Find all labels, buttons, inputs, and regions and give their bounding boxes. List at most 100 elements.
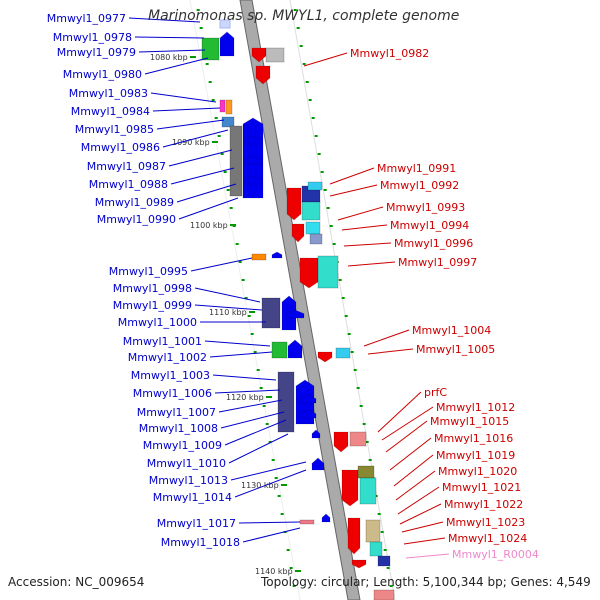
forward-gene: [243, 135, 263, 145]
reverse-gene: [309, 233, 323, 245]
right-gene-leader: [405, 553, 450, 559]
left-gene-label: Mmwyl1_0985: [75, 123, 154, 136]
left-gene-label: Mmwyl1_1002: [128, 351, 207, 364]
right-gene-label: Mmwyl1_1019: [436, 449, 515, 462]
reverse-gene: [347, 517, 361, 555]
left-gene-leader: [230, 461, 307, 481]
right-gene-label: Mmwyl1_0993: [386, 201, 465, 214]
forward-gene: [311, 457, 325, 471]
left-gene-leader: [212, 374, 277, 381]
left-gene-leader: [150, 92, 217, 103]
reverse-gene: [286, 187, 302, 221]
reverse-gene: [373, 589, 395, 600]
left-gene-leader: [176, 183, 237, 203]
forward-gene: [219, 31, 235, 57]
left-gene-leader: [218, 399, 283, 413]
left-gene-label: Mmwyl1_0990: [97, 213, 176, 226]
left-gene-leader: [128, 17, 201, 23]
right-gene-leader: [389, 437, 432, 471]
right-gene-label: Mmwyl1_1005: [416, 343, 495, 356]
right-gene-label: Mmwyl1_0997: [398, 256, 477, 269]
forward-gene: [311, 429, 321, 439]
reverse-gene: [359, 477, 377, 505]
right-gene-label: prfC: [424, 386, 447, 399]
reverse-gene: [305, 221, 321, 235]
left-gene-label: Mmwyl1_0979: [57, 46, 136, 59]
left-gene-leader: [214, 389, 281, 394]
forward-gene: [321, 513, 331, 523]
forward-gene: [297, 394, 317, 404]
right-gene-leader: [329, 184, 378, 197]
right-gene-leader: [341, 224, 388, 231]
right-gene-leader: [337, 206, 384, 221]
left-gene-label: Mmwyl1_1000: [118, 316, 197, 329]
forward-gene: [285, 309, 305, 319]
reverse-gene: [251, 47, 267, 63]
left-gene-label: Mmwyl1_0983: [69, 87, 148, 100]
right-gene-leader: [393, 454, 434, 487]
accession-value: NC_009654: [75, 575, 145, 589]
left-gene-leader: [209, 351, 273, 358]
left-gene-leader: [134, 36, 205, 39]
reverse-gene: [255, 65, 271, 85]
right-gene-leader: [367, 348, 414, 355]
reverse-gene: [349, 431, 367, 447]
right-gene-label: Mmwyl1_1016: [434, 432, 513, 445]
reverse-gene: [335, 347, 351, 359]
forward-gene: [277, 371, 295, 433]
left-gene-leader: [224, 419, 287, 446]
reverse-gene: [265, 47, 285, 63]
left-gene-leader: [190, 257, 253, 272]
left-gene-leader: [162, 129, 229, 148]
left-gene-label: Mmwyl1_0987: [87, 160, 166, 173]
left-gene-leader: [156, 119, 225, 130]
left-gene-label: Mmwyl1_1017: [157, 517, 236, 530]
left-gene-label: Mmwyl1_0989: [95, 196, 174, 209]
genes-value: 4,549: [556, 575, 591, 589]
forward-gene: [225, 99, 233, 115]
accession-footer: Accession: NC_009654: [8, 575, 144, 589]
accession-label: Accession:: [8, 575, 72, 589]
left-gene-label: Mmwyl1_1018: [161, 536, 240, 549]
reverse-gene: [291, 223, 305, 243]
forward-gene: [221, 116, 235, 128]
right-gene-leader: [403, 537, 446, 545]
right-gene-leader: [329, 167, 375, 185]
left-gene-leader: [144, 57, 209, 75]
left-gene-leader: [194, 304, 263, 311]
scale-label: 1090 kbp: [172, 138, 210, 147]
left-gene-label: Mmwyl1_1009: [143, 439, 222, 452]
forward-gene: [297, 409, 317, 419]
left-gene-leader: [242, 527, 301, 543]
length-label: Length:: [373, 575, 419, 589]
left-gene-label: Mmwyl1_1013: [149, 474, 228, 487]
left-gene-leader: [170, 167, 235, 185]
left-gene-leader: [238, 521, 301, 524]
right-gene-leader: [303, 52, 348, 67]
left-gene-label: Mmwyl1_1014: [153, 491, 232, 504]
right-gene-label: Mmwyl1_0996: [394, 237, 473, 250]
left-gene-leader: [194, 287, 261, 303]
left-gene-leader: [234, 469, 307, 498]
right-gene-label: Mmwyl1_0994: [390, 219, 469, 232]
left-gene-label: Mmwyl1_1003: [131, 369, 210, 382]
right-gene-label: Mmwyl1_0992: [380, 179, 459, 192]
right-gene-label: Mmwyl1_0991: [377, 162, 456, 175]
reverse-gene: [301, 201, 321, 221]
forward-gene: [243, 155, 263, 165]
right-gene-leader: [347, 261, 396, 267]
right-gene-leader: [363, 329, 410, 347]
scale-label: 1130 kbp: [241, 481, 279, 490]
scale-label: 1080 kbp: [150, 53, 188, 62]
right-gene-label: Mmwyl1_1020: [438, 465, 517, 478]
scale-label: 1100 kbp: [190, 221, 228, 230]
right-gene-leader: [401, 521, 444, 533]
left-gene-label: Mmwyl1_0988: [89, 178, 168, 191]
left-gene-label: Mmwyl1_0998: [113, 282, 192, 295]
right-gene-label: Mmwyl1_1004: [412, 324, 491, 337]
reverse-gene: [351, 559, 367, 569]
genome-stats-footer: Topology: circular; Length: 5,100,344 bp…: [261, 575, 591, 589]
right-gene-label: Mmwyl1_1022: [444, 498, 523, 511]
right-gene-leader: [395, 470, 436, 501]
